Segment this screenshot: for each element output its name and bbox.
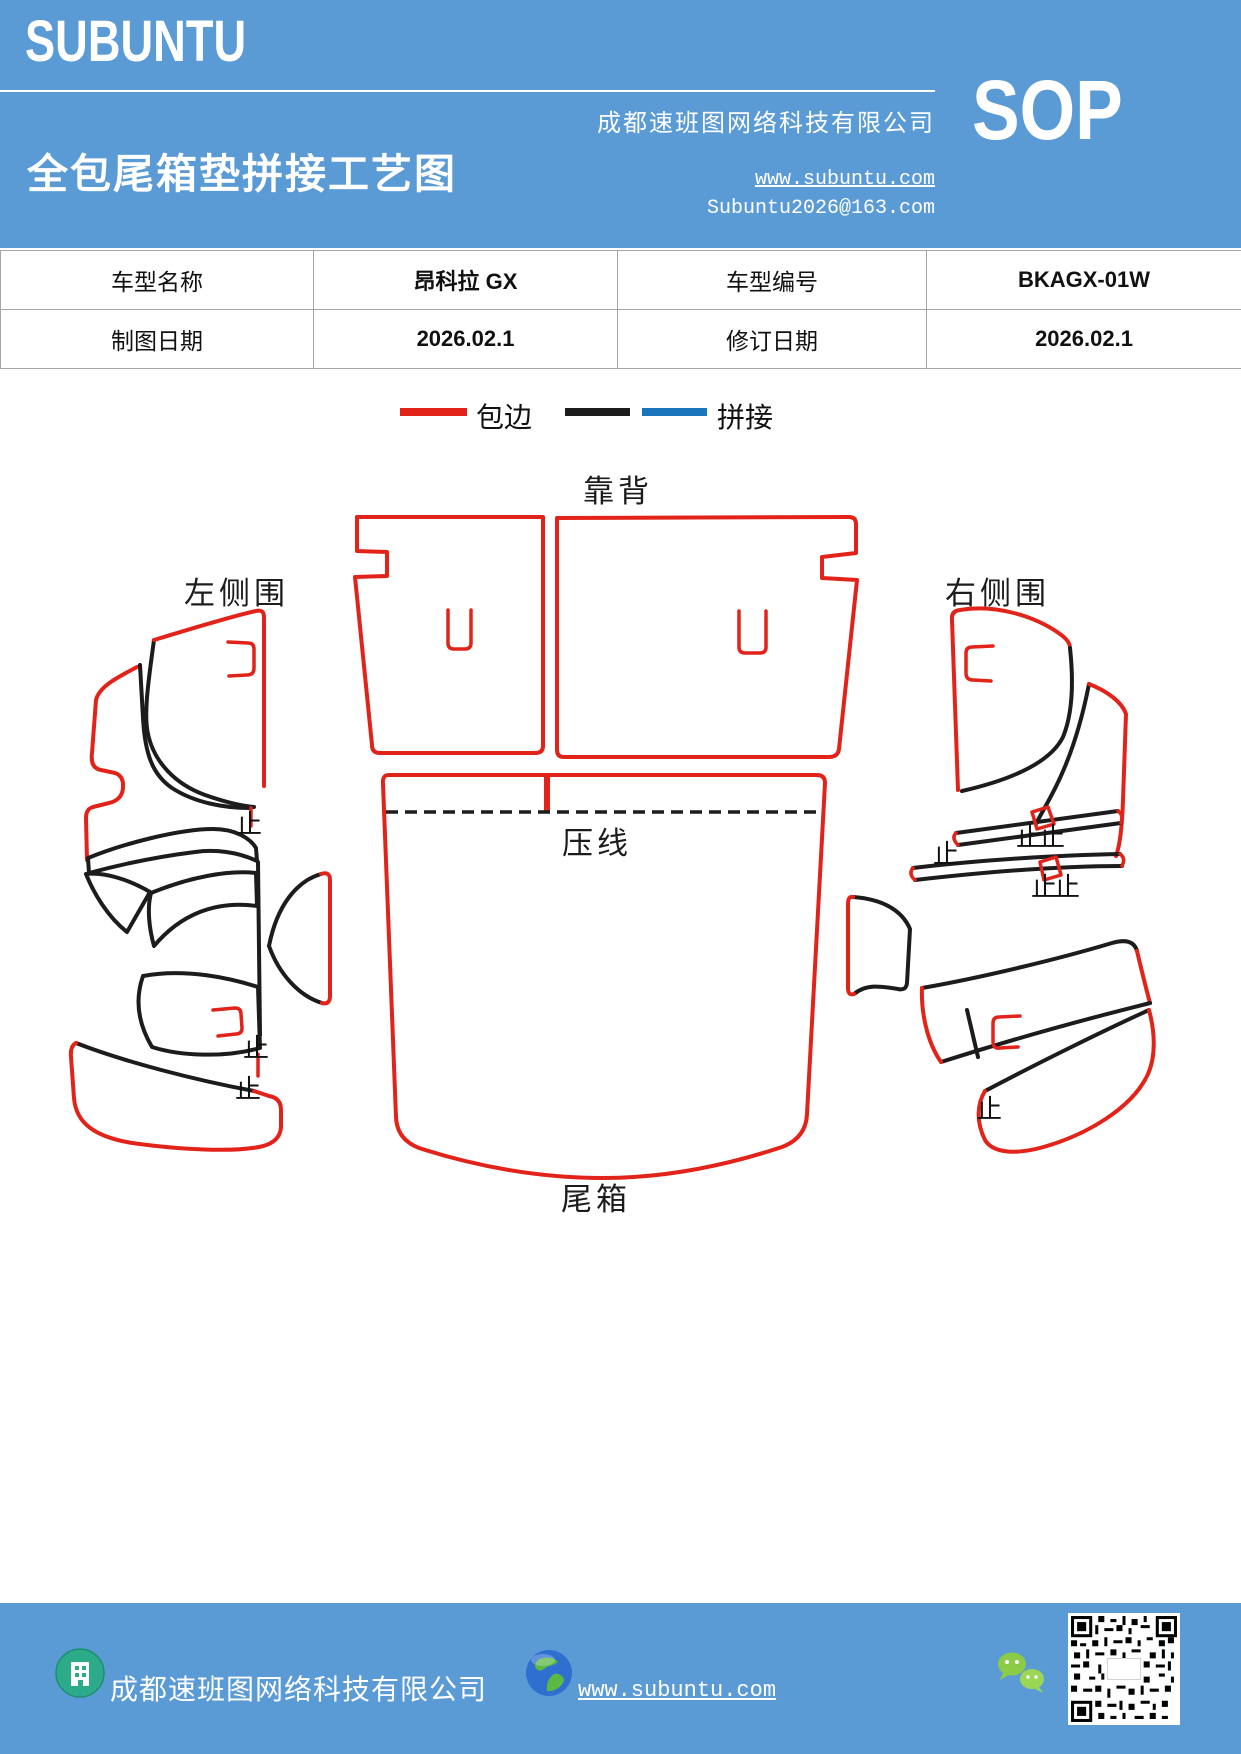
left-bottom-piece-splice-edge <box>74 1041 256 1093</box>
left-piece-d-bracket-mark <box>211 1006 244 1038</box>
left-triangle-piece <box>84 871 152 934</box>
splice-black-swatch <box>565 408 630 416</box>
right-piece-a-splice-edge <box>960 646 1074 793</box>
stop-mark: 止 <box>1031 872 1057 902</box>
header-email: Subuntu2026@163.com <box>706 197 935 220</box>
stop-mark: 止 <box>933 839 959 869</box>
splice-label: 拼接 <box>717 403 774 434</box>
header-divider-line <box>0 90 935 92</box>
qr-code <box>1068 1613 1180 1725</box>
footer-website-link[interactable]: www.subuntu.com <box>578 1678 777 1703</box>
model-code-label: 车型编号 <box>617 250 927 310</box>
table-row: 车型名称 昂科拉 GX 车型编号 BKAGX-01W <box>0 250 1241 310</box>
right-strip1-red-caps <box>952 809 1124 847</box>
vehicle-info-table: 车型名称 昂科拉 GX 车型编号 BKAGX-01W 制图日期 2026.02.… <box>0 250 1241 369</box>
right-piece-d-splice-bottom <box>939 1001 1152 1064</box>
crease-label: 压线 <box>562 826 632 861</box>
splice-blue-swatch <box>642 408 707 416</box>
right-strip1-splice-lines <box>954 809 1123 847</box>
left-flap-red-edge <box>319 871 332 1006</box>
left-piece-a-bracket-mark <box>226 640 256 678</box>
backrest-left-piece <box>353 515 545 755</box>
right-piece-a-red-edge <box>949 606 1072 792</box>
draw-date-value: 2026.02.1 <box>313 309 618 369</box>
right-flap-splice-edge <box>851 895 912 996</box>
right-piece-b-splice-edge <box>1034 682 1091 826</box>
sop-badge: SOP <box>972 63 1123 157</box>
right-strip2-red-caps <box>909 852 1126 882</box>
right-piece-d-splice-top <box>920 939 1139 990</box>
left-bottom-piece-red-edge <box>68 1041 283 1152</box>
revise-date-value: 2026.02.1 <box>926 309 1241 369</box>
stop-mark: 止 <box>243 1033 269 1063</box>
left-piece-a-red-edge <box>152 608 266 788</box>
right-bottom-piece-red-edge <box>976 1008 1156 1154</box>
right-piece-d-bracket-mark <box>991 1014 1022 1050</box>
wechat-icon <box>998 1652 1044 1693</box>
trunk-piece <box>380 773 827 1180</box>
right-bottom-piece-splice-edge <box>983 1008 1151 1093</box>
right-piece-d-notch-line <box>965 1008 980 1059</box>
header-company-name: 成都速班图网络科技有限公司 <box>597 111 935 137</box>
stop-mark: 止 <box>235 1074 261 1104</box>
edge-binding-swatch <box>400 408 467 416</box>
stop-mark: 止 <box>976 1094 1002 1124</box>
right-strip1-rect-marker <box>1030 805 1056 831</box>
backrest-right-u-mark <box>737 609 768 655</box>
right-piece-b-red-edge <box>1087 682 1128 858</box>
right-strip2-rect-marker <box>1038 855 1063 882</box>
footer-company-name: 成都速班图网络科技有限公司 <box>110 1675 488 1706</box>
draw-date-label: 制图日期 <box>0 309 314 369</box>
stop-mark: 止 <box>1054 872 1080 902</box>
globe-icon <box>526 1650 572 1696</box>
left-flap-splice-edge <box>267 872 324 1005</box>
model-name-label: 车型名称 <box>0 250 314 310</box>
edge-binding-label: 包边 <box>476 403 533 434</box>
left-side-label: 左侧围 <box>184 576 289 611</box>
header-band: SUBUNTU 成都速班图网络科技有限公司 全包尾箱垫拼接工艺图 SOP www… <box>0 0 1241 248</box>
table-row: 制图日期 2026.02.1 修订日期 2026.02.1 <box>0 309 1241 369</box>
right-side-label: 右侧围 <box>945 576 1050 611</box>
left-band-piece <box>86 827 259 875</box>
model-code-value: BKAGX-01W <box>926 250 1241 310</box>
left-piece-d <box>136 971 262 1057</box>
left-piece-b-splice-edge <box>138 663 252 810</box>
right-flap-red-edge <box>846 894 856 997</box>
revise-date-label: 修订日期 <box>617 309 927 369</box>
header-website-link[interactable]: www.subuntu.com <box>754 168 935 191</box>
right-piece-a-bracket-mark <box>964 644 995 683</box>
company-logo: SUBUNTU <box>25 9 247 74</box>
left-beak-piece <box>146 870 259 948</box>
backrest-left-u-mark <box>446 608 473 651</box>
left-piece-b-red-edge <box>84 665 139 862</box>
trunk-label: 尾箱 <box>561 1182 631 1217</box>
right-strip2-splice-lines <box>911 852 1124 882</box>
right-piece-d-red-left <box>919 986 943 1064</box>
stop-mark: 止 <box>1039 822 1065 852</box>
stop-mark: 止 <box>236 809 262 839</box>
backrest-right-piece <box>555 515 859 759</box>
stop-mark: 止 <box>1016 822 1042 852</box>
right-piece-d-red-right <box>1135 949 1152 1005</box>
left-piece-a-splice-edge <box>144 638 256 809</box>
model-name-value: 昂科拉 GX <box>313 250 618 310</box>
building-icon <box>55 1648 105 1698</box>
page-title: 全包尾箱垫拼接工艺图 <box>27 151 457 197</box>
backrest-label: 靠背 <box>583 474 653 509</box>
